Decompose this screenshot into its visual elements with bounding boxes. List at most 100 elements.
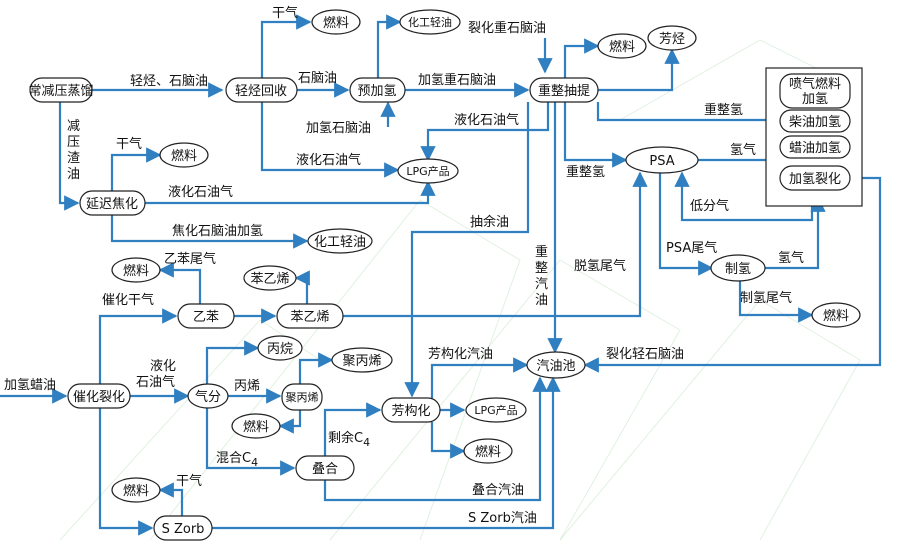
node-label: 聚丙烯 [342,354,381,369]
line-raffinate-to-aromatization [404,102,530,398]
label-dry-gas-top: 干气 [272,5,298,21]
node-label: 叠合 [312,462,338,477]
node-oligomerization [295,455,355,481]
reformate-char: 重 [535,244,548,260]
label-residual-c4: 剩余C4 [328,430,370,449]
node-label: 燃料 [123,263,149,279]
line-gassep-to-propane [205,340,260,384]
node-propane [257,335,303,361]
line-arom-to-gasoline [430,357,529,398]
line-coking-to-chem-oil [110,215,309,249]
node-label: 延迟焦化 [86,197,138,212]
node-fuel-top1 [311,9,361,35]
line-prehydro-to-chem-oil [376,14,402,78]
label-hydrogen-gas: 氢气 [730,142,756,158]
line-styrene-to-styrene-top [294,270,310,304]
node-gasoline-pool [526,351,586,379]
node-styrene-top [243,265,297,291]
label-propylene: 丙烯 [234,379,260,394]
node-label: 芳构化 [391,404,430,419]
node-fuel-szorb [111,477,161,503]
line-szorb-to-gasoline [212,376,561,530]
node-light-hc-recovery [225,77,298,103]
line-reform-to-lpg [420,102,550,162]
node-label: 燃料 [243,419,269,435]
node-reform-extract [529,77,599,103]
node-label: 燃料 [475,444,501,460]
node-fuel-ethyl [111,257,161,283]
line-hydrocrack-to-gasoline [583,176,882,373]
label-liquefied-line1: 液化 [150,359,176,374]
node-label: 乙苯 [193,310,219,325]
label-light-hc-naphtha: 轻烃、石脑油 [130,74,208,89]
label-hydro-heavy-naphtha: 加氢重石脑油 [418,72,496,88]
node-label: 燃料 [323,15,349,31]
label-cracked-light-naphtha: 裂化轻石脑油 [606,347,684,362]
line-fcc-to-szorb [98,408,154,536]
label-reform-h2-top: 重整氢 [704,102,743,118]
node-chem-light-oil-top [399,9,461,35]
label-liquefied-line2: 石油气 [136,374,175,390]
node-label: 重整抽提 [538,83,590,99]
node-styrene [276,303,344,329]
label-hydrogen-gas2: 氢气 [778,250,804,266]
line-ethylbenzene-to-fuel [158,262,202,304]
node-aromatics [647,25,697,51]
label-lpg-gas-coking: 液化石油气 [168,184,233,200]
line-fcc-to-ethylbenzene [98,308,178,384]
label-reformate: 重 整 汽 油 [535,244,548,308]
node-polypropylene [331,347,393,373]
background-watermark [59,39,861,541]
node-label: 汽油池 [536,359,575,374]
label-aromatized-gasoline: 芳构化汽油 [428,347,493,362]
label-fcc-dry-gas: 催化干气 [102,292,154,308]
node-jet-fuel-hydro [779,73,851,109]
line-reform-h2-to-hydro [596,102,784,128]
label-lpg-gas-reform: 液化石油气 [454,112,519,128]
label-ethylbenzene-tail-gas: 乙苯尾气 [164,251,216,267]
vac-residue-char: 渣 [67,151,80,166]
node-label: 燃料 [171,148,197,164]
label-dry-gas-szorb: 干气 [176,473,202,489]
line-recovery-to-fuel-top [260,14,312,78]
label-szorb-gasoline: S Zorb汽油 [468,511,537,526]
line-h2plant-to-hydro [765,196,826,270]
label-mixed-c4: 混合C4 [216,451,258,469]
node-fcc [67,383,131,409]
node-label: 苯乙烯 [250,272,289,287]
node-delayed-coking [79,190,146,216]
line-distill-to-coking [58,102,80,211]
line-h2plant-to-fuel [738,281,814,323]
node-psa [625,146,699,174]
mixed-c4-sub: 4 [251,456,258,469]
node-label: 化工轻油 [314,235,366,250]
node-lpg-product-low [465,397,527,423]
vac-residue-char: 压 [67,135,80,150]
node-label: 蜡油加氢 [789,141,841,156]
node-hydrocracking [779,165,851,191]
residual-c4-text: 剩余C [328,430,363,446]
node-label: LPG产品 [474,403,517,417]
label-vac-residue: 减 压 渣 油 [67,119,80,182]
node-hydrogen-plant [710,254,766,282]
label-raffinate: 抽余油 [470,214,509,230]
label-low-pressure-gas: 低分气 [690,198,729,214]
reformate-char: 油 [535,293,548,308]
node-fuel-hydrogen [811,302,861,328]
node-label: LPG产品 [406,164,449,178]
node-fuel-top2 [597,33,647,59]
node-label: 柴油加氢 [789,115,841,130]
node-fuel-gas-sep [231,413,281,439]
label-hydro-wax-oil: 加氢蜡油 [4,378,56,393]
node-label: 预加氢 [357,84,396,99]
node-aromatization [381,397,441,423]
line-coking-to-fuel [110,147,162,191]
label-reform-h2: 重整氢 [566,164,605,180]
line-oligo-to-aromatization [323,402,382,456]
residual-c4-sub: 4 [363,436,370,449]
node-label: 喷气燃料 [789,76,841,92]
node-label: 燃料 [123,483,149,499]
node-label: 催化裂化 [73,390,125,405]
node-szorb [153,515,213,541]
